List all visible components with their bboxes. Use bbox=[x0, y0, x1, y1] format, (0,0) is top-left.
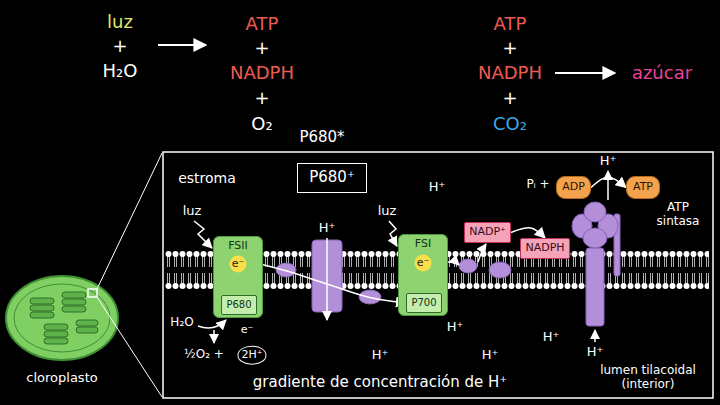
plus-sign: + bbox=[254, 38, 269, 59]
proton-label: 2H⁺ bbox=[237, 346, 266, 365]
node-text: ATP bbox=[633, 181, 653, 194]
equation-term: ATP bbox=[494, 14, 527, 35]
node-text: ADP bbox=[562, 181, 585, 194]
plus-sign: + bbox=[112, 36, 127, 57]
electron-arrow bbox=[448, 262, 459, 265]
proton-label: H⁺ bbox=[600, 154, 617, 169]
arrow-connector bbox=[511, 228, 545, 238]
water-arrow bbox=[213, 330, 215, 343]
plus-sign: + bbox=[502, 88, 517, 109]
molecule-box: NADP⁺ bbox=[464, 222, 511, 243]
node-text: P680⁺ bbox=[309, 169, 355, 186]
organelle-label: cloroplasto bbox=[26, 371, 97, 386]
reaction-center-box: P680 bbox=[221, 295, 257, 315]
plus-sign: + bbox=[502, 38, 517, 59]
molecule-oval: ADP bbox=[556, 176, 591, 199]
state-box: P680⁺ bbox=[297, 163, 367, 193]
light-label: luz bbox=[378, 204, 397, 219]
proton-arrow bbox=[594, 330, 596, 342]
proton-label: H⁺ bbox=[429, 180, 446, 195]
equation-term: ATP bbox=[246, 14, 279, 35]
proton-label: H⁺ bbox=[482, 348, 499, 363]
molecule-label: Pᵢ + bbox=[526, 178, 549, 192]
proton-arrow bbox=[607, 171, 609, 200]
equation-term: luz bbox=[107, 12, 133, 33]
electron-mark: e⁻ bbox=[415, 255, 432, 272]
proton-arrow bbox=[326, 238, 328, 320]
arrow-connector bbox=[591, 177, 626, 188]
proton-label: H⁺ bbox=[543, 330, 560, 345]
proton-label: H⁺ bbox=[447, 320, 464, 335]
proton-label: H⁺ bbox=[587, 345, 604, 360]
membrane-proteins bbox=[276, 202, 620, 326]
zoom-frame bbox=[163, 152, 713, 398]
water-arrow bbox=[198, 320, 226, 328]
equation-term: CO₂ bbox=[493, 114, 527, 135]
equation-term: NADPH bbox=[478, 63, 542, 84]
gradient-caption: gradiente de concentración de H⁺ bbox=[253, 374, 507, 391]
chloroplast-drawing bbox=[6, 153, 162, 397]
molecule-label: H₂O bbox=[170, 316, 193, 330]
region-label: lumen tilacoidal (interior) bbox=[592, 364, 704, 392]
electron-mark: e⁻ bbox=[230, 256, 247, 273]
electron-label: e⁻ bbox=[241, 324, 254, 337]
region-label: estroma bbox=[178, 170, 236, 186]
light-label: luz bbox=[183, 204, 202, 219]
light-arrow bbox=[194, 221, 212, 248]
equation-term: H₂O bbox=[103, 61, 138, 82]
plus-sign: + bbox=[254, 88, 269, 109]
product-label: ½O₂ + bbox=[184, 348, 224, 362]
enzyme-label: ATP sintasa bbox=[653, 201, 703, 229]
equation-term: NADPH bbox=[230, 63, 294, 84]
electron-arrow bbox=[478, 244, 486, 262]
molecule-oval: ATP bbox=[626, 176, 660, 199]
reaction-arrow bbox=[158, 44, 206, 46]
node-text: P700 bbox=[411, 297, 436, 309]
equation-term: azúcar bbox=[632, 63, 692, 84]
reaction-center-box: P700 bbox=[406, 293, 442, 313]
proton-label: H⁺ bbox=[372, 348, 389, 363]
node-text: NADP⁺ bbox=[469, 226, 506, 239]
equation-term: O₂ bbox=[251, 114, 272, 135]
node-text: FSII bbox=[228, 240, 248, 253]
node-text: P680 bbox=[226, 299, 251, 311]
proton-label: H⁺ bbox=[319, 221, 336, 236]
node-text: NADPH bbox=[525, 242, 564, 255]
photosystem-box: FSI P700 bbox=[398, 234, 448, 316]
reaction-arrow bbox=[555, 72, 615, 74]
photosystem-box: FSII P680 bbox=[213, 236, 263, 318]
node-text: FSI bbox=[415, 238, 431, 251]
light-arrow bbox=[389, 221, 397, 246]
arrow-connector bbox=[263, 265, 406, 303]
state-label: P680* bbox=[299, 129, 344, 146]
molecule-box: NADPH bbox=[520, 238, 570, 259]
